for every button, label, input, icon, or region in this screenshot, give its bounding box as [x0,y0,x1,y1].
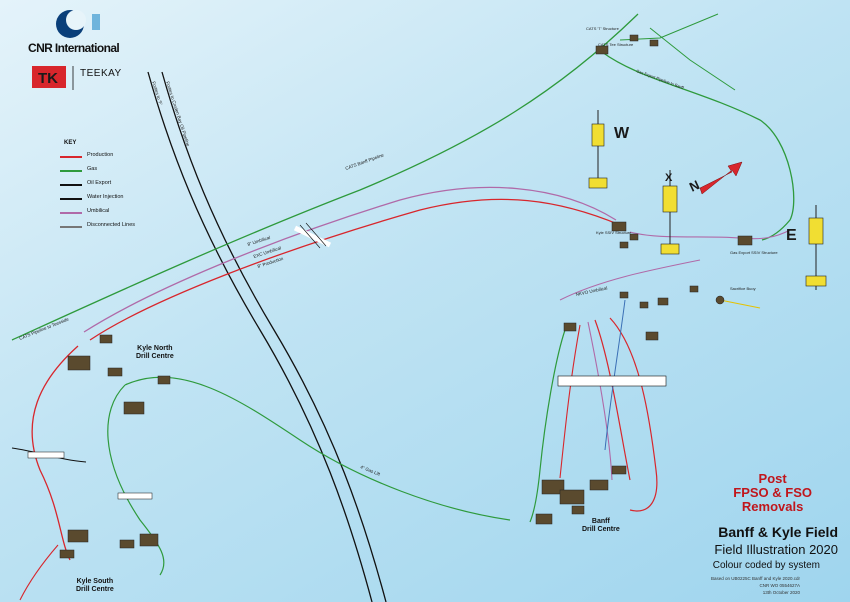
buoy-e-letter: E [786,227,797,244]
cats-tee-label: CATS Tee Structure [598,42,634,47]
production-kyle-north [89,198,621,341]
legend-label: Water Injection [87,194,124,200]
umbilical-kyle-north [83,186,617,333]
colour-coded-note: Colour coded by system [712,560,820,571]
cats-pipeline [11,13,639,341]
buoy-n-letter: N [687,177,702,195]
kyle-south-label: Kyle South Drill Centre [76,578,114,594]
svg-text:TK: TK [38,70,58,87]
water-injection-line [604,299,626,451]
illustration-title: Field Illustration 2020 [714,542,838,557]
oil-export-line-1 [147,71,373,602]
buoy-e [805,205,827,290]
umbilical-banff [587,321,613,481]
source-note-1: Based on UB0225C Banff and Kyle 2020.cdr [711,576,800,581]
buoy-w [588,110,608,189]
production-banff-1 [594,319,631,481]
teekay-logo-mark: TK [32,66,74,90]
buoy-x-letter: X [665,172,673,184]
umbilical-banff-n [559,259,701,301]
disconnect-bar-1 [293,225,332,248]
disconnect-bar-2 [557,375,667,387]
cats-banff-label: CATS Banff Pipeline [345,152,385,171]
oil-export-line-2 [161,71,387,602]
sacrifice-buoy-label: Sacrifice Buoy [730,286,756,291]
field-name: Banff & Kyle Field [718,524,838,540]
production-kyle-south [31,345,79,561]
yellow-line [719,299,761,309]
kyle-north-name: Kyle North [137,345,173,352]
legend-label: Production [87,152,114,158]
kyle-south-sub: Drill Centre [76,586,114,593]
kyle-north-label: Kyle North Drill Centre [136,345,174,361]
gas-export-pipeline-banff [601,51,795,241]
gas-green-kyle-loop [107,384,165,576]
post-line-3: Removals [741,499,804,514]
buoy-w-letter: W [614,125,630,142]
nkvo-umbilical-label: NKVO Umbilical [575,285,608,297]
gas-green-ne [649,27,736,91]
teekay-logo-text: TEEKAY [80,68,122,79]
banff-sub: Drill Centre [582,526,620,533]
legend-title: KEY [64,140,77,146]
legend-label: Gas [87,166,98,172]
production-south-left [19,544,59,601]
disconnect-bar-3 [27,451,65,459]
gas-green-kyle [124,376,511,521]
cats-structures [595,34,659,55]
production-banff-3 [559,324,581,479]
kyle-south-name: Kyle South [76,578,114,585]
legend-label: Disconnected Lines [87,222,136,228]
kyle-ssiv-label: Kyle SSIV Structure [596,230,632,235]
banff-label: Banff Drill Centre [582,518,620,534]
gas-green-banff [529,329,566,523]
disconnect-bar-4 [117,492,153,500]
kyle-north-sub: Drill Centre [136,353,174,360]
source-note-3: 13th October 2020 [762,590,800,595]
cats-t-label: CATS 'T' Structure [586,26,620,31]
gas-export-ssiv [689,235,753,305]
post-line-2: FPSO & FSO [733,485,812,500]
legend-label: Umbilical [87,208,110,214]
disconnect-bar-1-outline [299,222,327,249]
kyle-south-structures [59,529,159,559]
cnr-logo-text: CNR International [28,41,120,55]
post-line-1: Post [758,471,787,486]
legend-label: Oil Export [87,180,112,186]
buoy-x [660,170,680,255]
umbilical-to-e [629,229,791,240]
gas-export-banff-label: Gas Export Pipeline to Banff [636,68,686,90]
post-removals-title: Post FPSO & FSO Removals [733,472,812,514]
production-banff-2 [609,317,658,512]
banff-name: Banff [591,518,610,525]
cats-teeside-label: CATS Pipeline to Teesside [19,316,70,341]
source-note-2: CNR WO 0554627A [759,583,800,588]
banff-structures [535,291,669,525]
north-arrow [699,161,743,195]
kyle-ssiv-structure [611,221,639,249]
gas-export-ss-label: Gas Export SSIV Structure [730,250,778,255]
cnr-logo-mark [56,10,100,38]
kyle-north-structures [67,334,171,415]
